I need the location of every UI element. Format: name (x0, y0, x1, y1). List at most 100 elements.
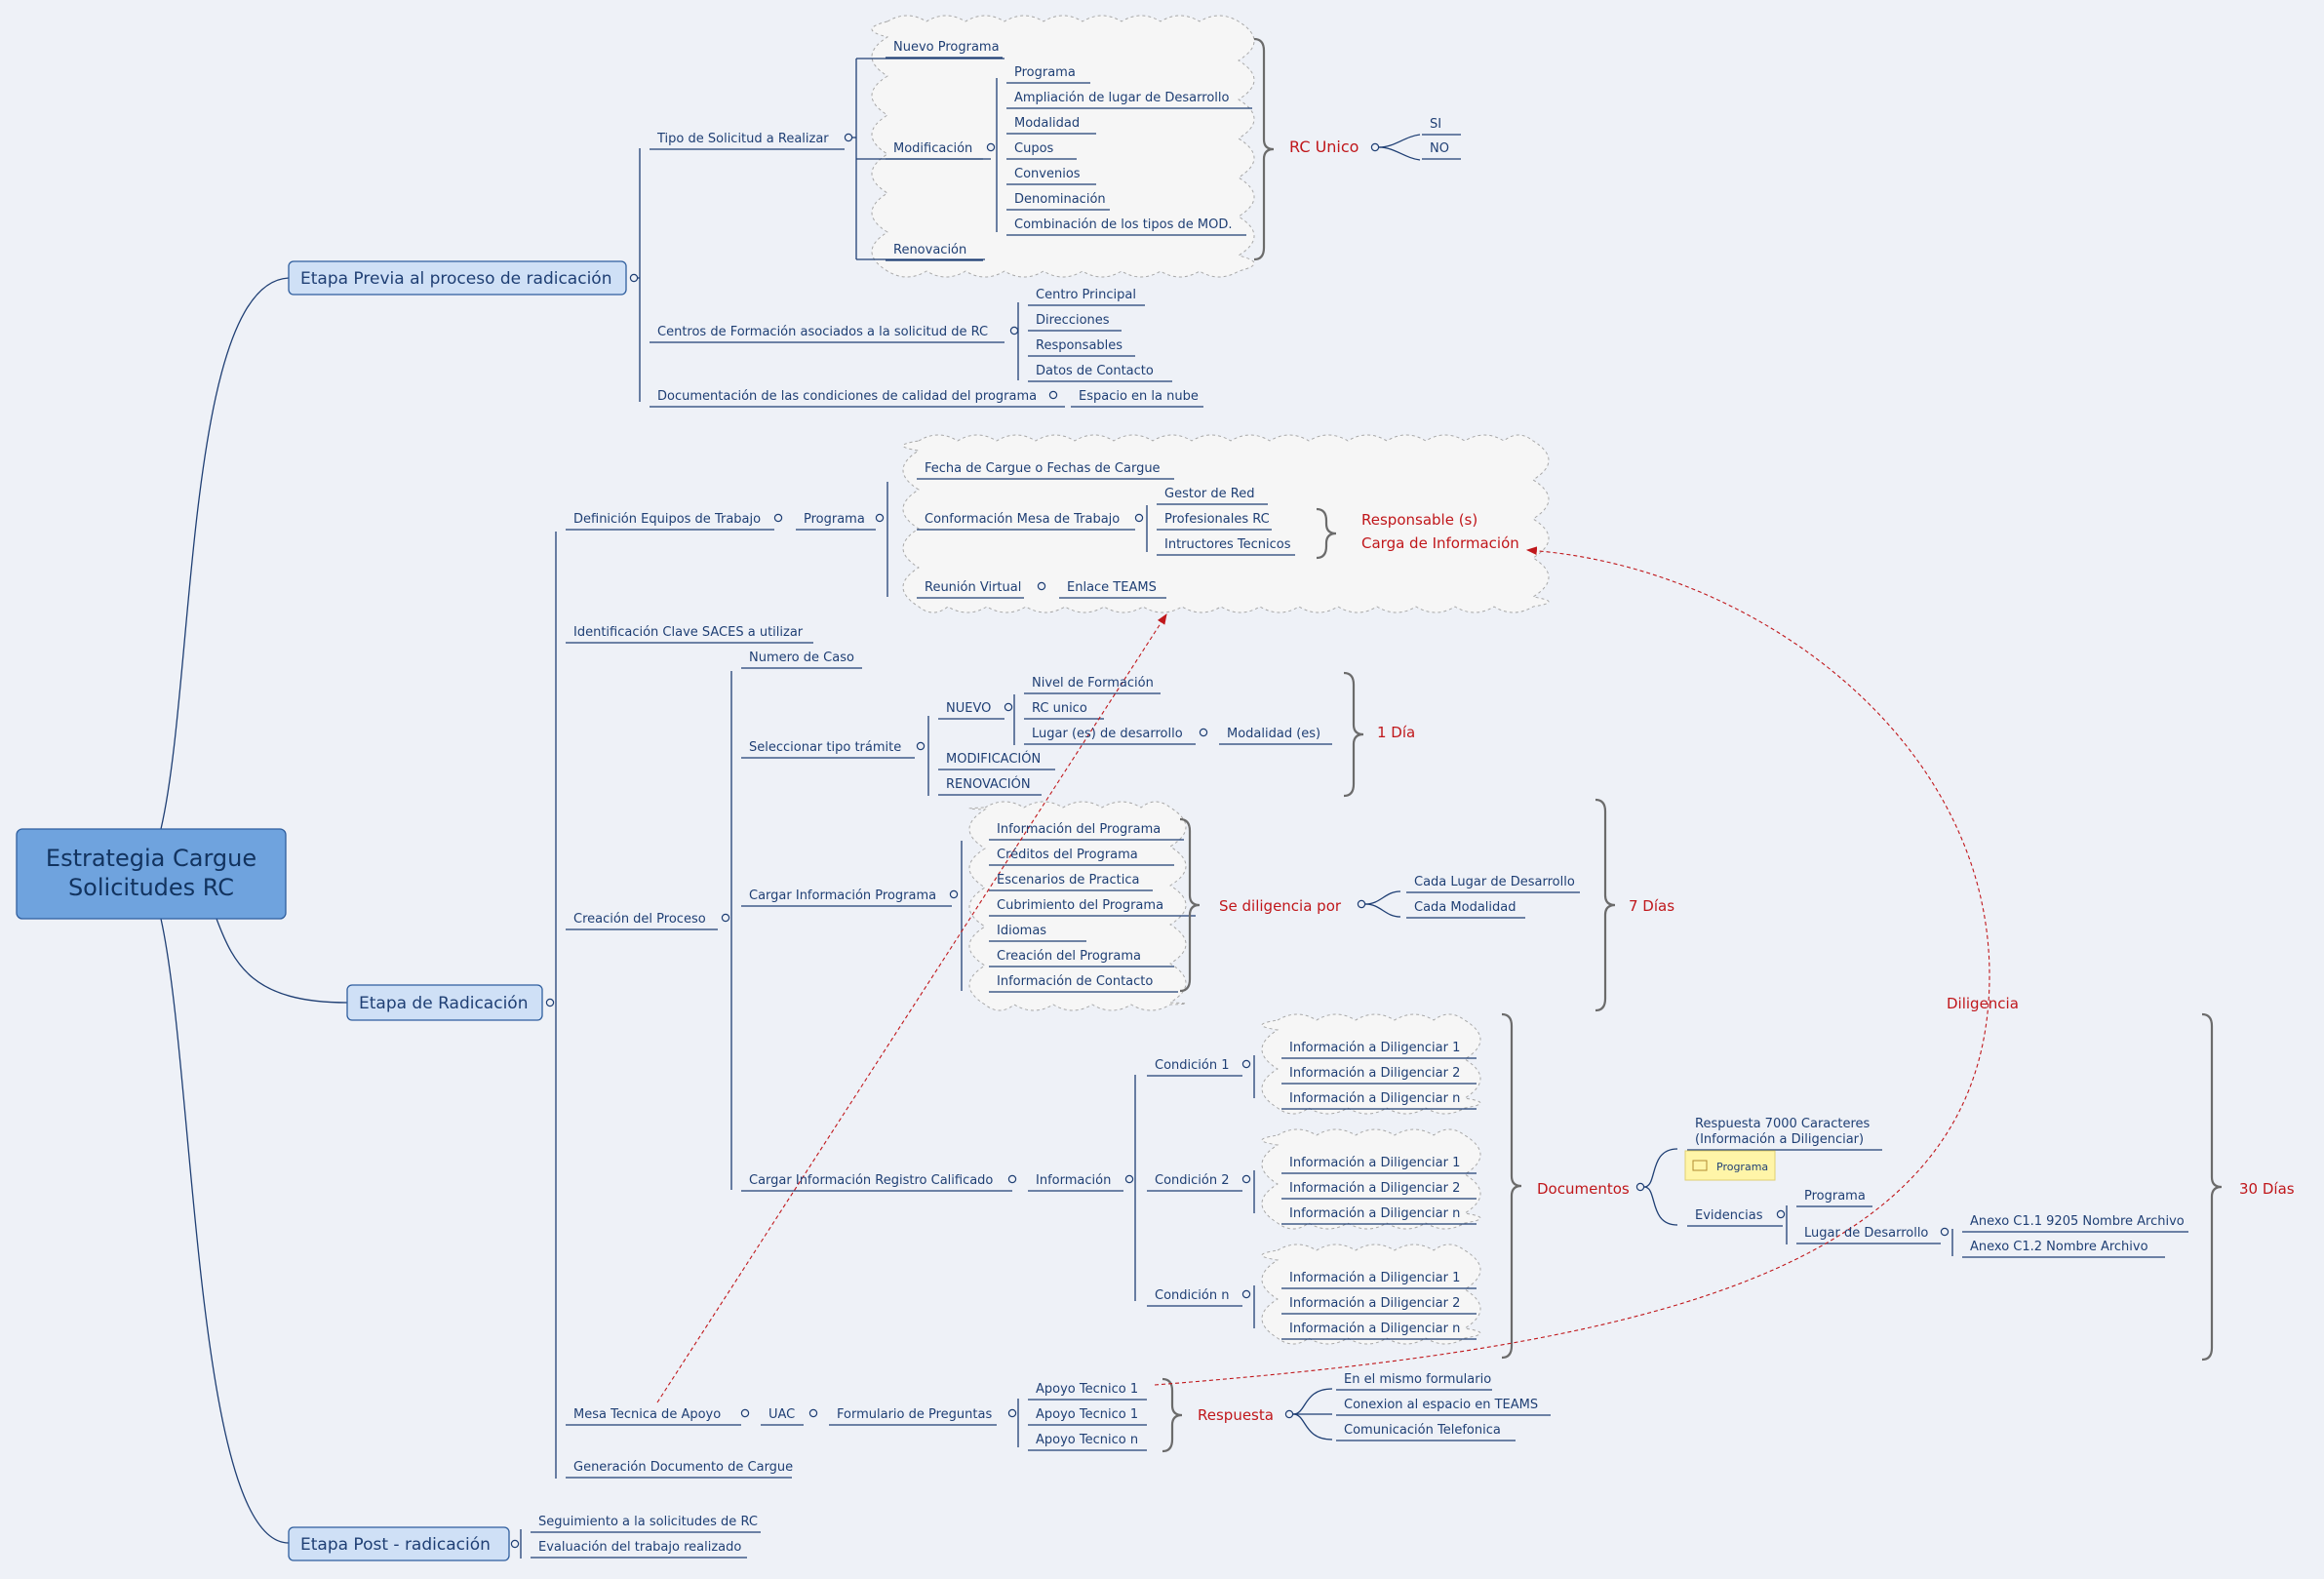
mesa-item-1[interactable]: Profesionales RC (1164, 512, 1270, 527)
respuesta-item-1[interactable]: Conexion al espacio en TEAMS (1344, 1398, 1538, 1412)
evidencias-lugar[interactable]: Lugar de Desarrollo (1804, 1226, 1928, 1241)
centros-item-3[interactable]: Datos de Contacto (1036, 364, 1154, 378)
siete-dias[interactable]: 7 Días (1629, 897, 1674, 915)
cargar-registro[interactable]: Cargar Información Registro Calificado (749, 1173, 993, 1188)
rc-unico[interactable]: RC Unico (1289, 138, 1359, 156)
relationship-arrow[interactable] (1154, 546, 1990, 1386)
seleccionar-tramite[interactable]: Seleccionar tipo trámite (749, 740, 901, 755)
programa[interactable]: Programa (804, 512, 865, 527)
diligenciar-2-0[interactable]: Información a Diligenciar 1 (1289, 1271, 1460, 1285)
modificacion-item-6[interactable]: Combinación de los tipos de MOD. (1014, 217, 1233, 232)
collapse-toggle[interactable] (1009, 326, 1019, 336)
nuevo-item-2[interactable]: Lugar (es) de desarrollo (1032, 727, 1183, 741)
branch-radicacion-box[interactable] (346, 984, 543, 1021)
diligenciar-1-1[interactable]: Información a Diligenciar 2 (1289, 1181, 1460, 1196)
nuevo-item-1[interactable]: RC unico (1032, 701, 1087, 716)
collapse-toggle[interactable] (875, 513, 885, 523)
collapse-toggle[interactable] (1134, 513, 1144, 523)
collapse-toggle[interactable] (986, 142, 996, 152)
espacio-nube[interactable]: Espacio en la nube (1079, 389, 1199, 404)
tipo-solicitud[interactable]: Tipo de Solicitud a Realizar (656, 132, 829, 146)
rc-unico-si[interactable]: SI (1430, 117, 1441, 132)
note-box[interactable] (1684, 1150, 1776, 1181)
info-item-3[interactable]: Cubrimiento del Programa (997, 898, 1163, 913)
collapse-toggle[interactable] (1037, 581, 1046, 591)
modificacion-item-0[interactable]: Programa (1014, 65, 1076, 80)
collapse-toggle[interactable] (1199, 728, 1208, 737)
cargar-info-programa[interactable]: Cargar Información Programa (749, 888, 936, 903)
respuesta-7000[interactable]: Respuesta 7000 Caracteres (1695, 1117, 1871, 1131)
collapse-toggle[interactable] (844, 133, 853, 142)
diligenciar-0-0[interactable]: Información a Diligenciar 1 (1289, 1041, 1460, 1055)
collapse-toggle[interactable] (1370, 142, 1380, 152)
modificacion-item-1[interactable]: Ampliación de lugar de Desarrollo (1014, 91, 1229, 105)
tramite-modificacion[interactable]: MODIFICACIÓN (946, 751, 1041, 767)
modificacion-item-2[interactable]: Modalidad (1014, 116, 1080, 131)
branch-post-box[interactable] (288, 1526, 510, 1561)
branch-post-label[interactable]: Etapa Post - radicación (300, 1535, 491, 1555)
documentos[interactable]: Documentos (1537, 1180, 1630, 1198)
collapse-toggle[interactable] (1048, 390, 1058, 400)
root-title-line1[interactable]: Estrategia Cargue (46, 845, 256, 872)
respuesta[interactable]: Respuesta (1198, 1406, 1274, 1424)
condicion-1[interactable]: Condición 2 (1155, 1173, 1230, 1188)
collapse-toggle[interactable] (510, 1539, 520, 1549)
nuevo-item-0[interactable]: Nivel de Formación (1032, 676, 1154, 691)
collapse-toggle[interactable] (916, 741, 926, 751)
respuesta-item-0[interactable]: En el mismo formulario (1344, 1372, 1491, 1387)
renovacion[interactable]: Renovación (893, 243, 966, 257)
modalidades[interactable]: Modalidad (es) (1227, 727, 1320, 741)
info-item-1[interactable]: Créditos del Programa (997, 848, 1138, 862)
collapse-toggle[interactable] (1007, 1408, 1017, 1418)
info-item-5[interactable]: Creación del Programa (997, 949, 1141, 964)
branch-previa-label[interactable]: Etapa Previa al proceso de radicación (300, 269, 611, 289)
diligenciar-1-0[interactable]: Información a Diligenciar 1 (1289, 1156, 1460, 1170)
conformacion-mesa[interactable]: Conformación Mesa de Trabajo (925, 512, 1120, 527)
tramite-nuevo[interactable]: NUEVO (946, 701, 991, 716)
centros-item-2[interactable]: Responsables (1036, 338, 1123, 353)
note-programa[interactable]: Programa (1716, 1161, 1768, 1173)
modificacion-item-3[interactable]: Cupos (1014, 141, 1054, 156)
diligenciar-1-2[interactable]: Información a Diligenciar n (1289, 1206, 1460, 1221)
diligenciar-2-2[interactable]: Información a Diligenciar n (1289, 1322, 1460, 1336)
collapse-toggle[interactable] (545, 998, 555, 1007)
nuevo-programa[interactable]: Nuevo Programa (893, 40, 1000, 55)
condicion-0[interactable]: Condición 1 (1155, 1058, 1230, 1073)
uac[interactable]: UAC (768, 1407, 795, 1422)
modificacion-item-5[interactable]: Denominación (1014, 192, 1106, 207)
anexo-1[interactable]: Anexo C1.1 9205 Nombre Archivo (1970, 1214, 2185, 1229)
seguimiento[interactable]: Seguimiento a la solicitudes de RC (538, 1515, 758, 1529)
apoyo-item-1[interactable]: Apoyo Tecnico 1 (1036, 1407, 1138, 1422)
collapse-toggle[interactable] (1007, 1174, 1017, 1184)
creacion-proceso[interactable]: Creación del Proceso (573, 912, 706, 927)
diligencia-label[interactable]: Diligencia (1947, 995, 2019, 1012)
apoyo-item-2[interactable]: Apoyo Tecnico n (1036, 1433, 1138, 1447)
formulario-preguntas[interactable]: Formulario de Preguntas (837, 1407, 992, 1422)
tramite-renovacion[interactable]: RENOVACIÓN (946, 776, 1031, 792)
collapse-toggle[interactable] (773, 513, 783, 523)
branch-radicacion-label[interactable]: Etapa de Radicación (359, 994, 528, 1013)
evidencias-programa[interactable]: Programa (1804, 1189, 1866, 1204)
collapse-toggle[interactable] (1241, 1174, 1251, 1184)
condicion-2[interactable]: Condición n (1155, 1288, 1229, 1303)
definicion-equipos[interactable]: Definición Equipos de Trabajo (573, 512, 761, 527)
evaluacion[interactable]: Evaluación del trabajo realizado (538, 1540, 741, 1555)
collapse-toggle[interactable] (808, 1408, 818, 1418)
collapse-toggle[interactable] (1241, 1059, 1251, 1069)
info-item-0[interactable]: Información del Programa (997, 822, 1161, 837)
collapse-toggle[interactable] (1004, 702, 1013, 712)
collapse-toggle[interactable] (721, 913, 730, 923)
info-item-4[interactable]: Idiomas (997, 924, 1046, 938)
collapse-toggle[interactable] (1940, 1227, 1950, 1237)
branch-previa-box[interactable] (288, 260, 627, 296)
collapse-toggle[interactable] (740, 1408, 750, 1418)
collapse-toggle[interactable] (629, 273, 639, 283)
enlace-teams[interactable]: Enlace TEAMS (1067, 580, 1157, 595)
rc-unico-no[interactable]: NO (1430, 141, 1449, 156)
un-dia[interactable]: 1 Día (1377, 724, 1415, 741)
relationship-arrow[interactable] (656, 613, 1167, 1403)
collapse-toggle[interactable] (1357, 899, 1366, 909)
identificacion-saces[interactable]: Identificación Clave SACES a utilizar (573, 625, 804, 640)
respuesta-7000-sub[interactable]: (Información a Diligenciar) (1695, 1132, 1864, 1147)
documentacion[interactable]: Documentación de las condiciones de cali… (657, 389, 1037, 404)
